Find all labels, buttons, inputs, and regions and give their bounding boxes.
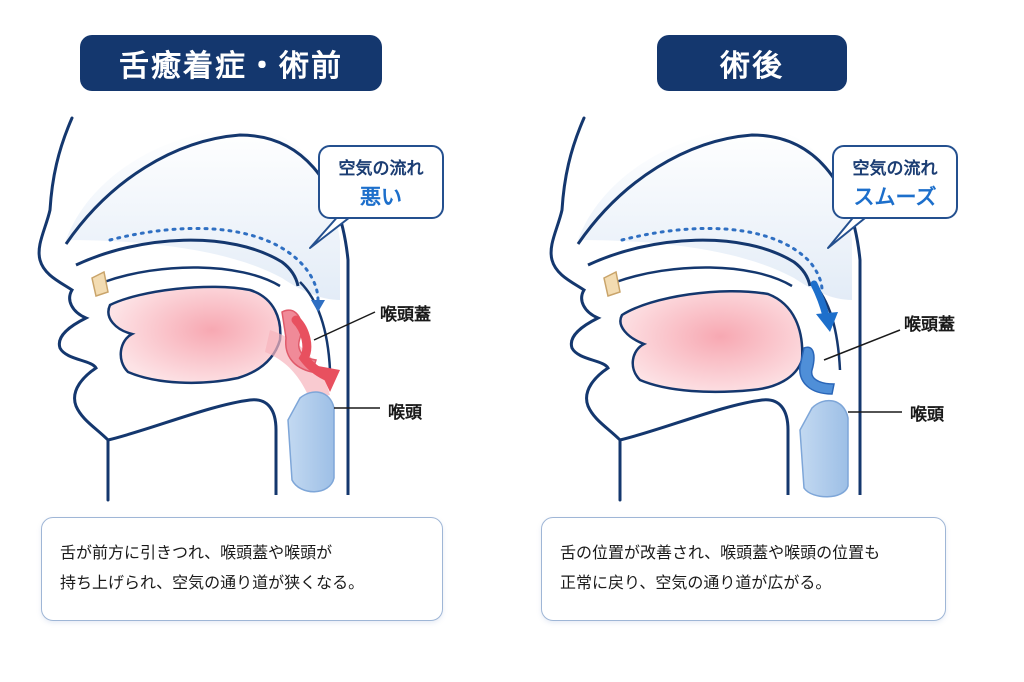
label-epiglottis: 喉頭蓋 <box>380 305 431 325</box>
upper-tooth <box>91 270 109 297</box>
tongue <box>619 289 804 394</box>
description-before: 舌が前方に引きつれ、喉頭蓋や喉頭が 持ち上げられ、空気の通り道が狭くなる。 <box>41 517 443 621</box>
airflow-blocked-head <box>318 366 340 392</box>
bubble-status: 悪い <box>360 184 402 209</box>
larynx <box>287 391 335 493</box>
description-line: 持ち上げられ、空気の通り道が狭くなる。 <box>60 573 365 592</box>
airflow-dotted <box>620 226 824 292</box>
tongue <box>107 285 282 385</box>
label-epiglottis: 喉頭蓋 <box>904 315 955 335</box>
description-line: 舌の位置が改善され、喉頭蓋や喉頭の位置も <box>560 543 881 562</box>
bubble-label: 空気の流れ <box>852 158 938 179</box>
upper-tooth <box>603 270 621 297</box>
bubble-tail-before <box>309 213 355 249</box>
face-outline <box>549 116 622 502</box>
airflow-blocked-arrow <box>291 315 331 381</box>
airflow-smooth-head <box>816 312 838 332</box>
airflow-dotted-head <box>311 300 325 312</box>
bubble-status: スムーズ <box>853 184 937 209</box>
panel-after: 術後 <box>512 0 1024 682</box>
panel-before: 舌癒着症・術前 <box>37 35 444 621</box>
leader-epiglottis <box>313 311 376 341</box>
airflow-bubble-after: 空気の流れ スムーズ <box>832 145 958 219</box>
palate-inner <box>615 266 793 288</box>
bubble-tail-after <box>827 213 871 249</box>
face-outline <box>37 116 110 502</box>
description-line: 正常に戻り、空気の通り道が広がる。 <box>560 573 832 592</box>
airflow-dotted <box>108 226 320 302</box>
description-line: 舌が前方に引きつれ、喉頭蓋や喉頭が <box>60 543 333 562</box>
anatomy-before <box>37 116 380 502</box>
larynx <box>799 399 849 498</box>
label-larynx: 喉頭 <box>388 403 422 423</box>
leader-epiglottis <box>823 329 901 361</box>
title-before: 舌癒着症・術前 <box>80 35 382 91</box>
label-larynx: 喉頭 <box>910 405 944 425</box>
airflow-bubble-before: 空気の流れ 悪い <box>318 145 444 219</box>
title-after: 術後 <box>657 35 847 91</box>
jaw <box>619 398 790 495</box>
epiglottis <box>799 346 835 395</box>
bubble-label: 空気の流れ <box>338 158 424 179</box>
jaw <box>107 398 278 495</box>
palate-inner <box>103 266 281 288</box>
pharynx-wall <box>299 281 332 371</box>
palate <box>587 238 812 287</box>
description-after: 舌の位置が改善され、喉頭蓋や喉頭の位置も 正常に戻り、空気の通り道が広がる。 <box>541 517 946 621</box>
anatomy-after <box>549 116 902 502</box>
palate <box>75 238 300 287</box>
